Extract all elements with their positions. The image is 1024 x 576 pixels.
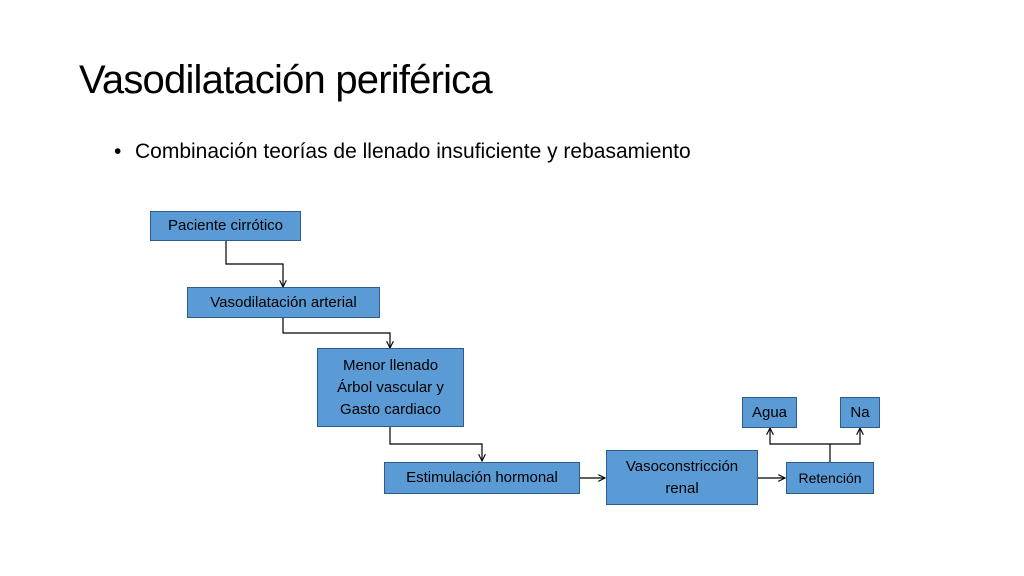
connector-paciente-to-vasodilatacion (225, 241, 283, 287)
node-vasoconstriccion-renal: Vasoconstricción renal (606, 450, 758, 505)
node-menor-llenado: Menor llenado Árbol vascular y Gasto car… (317, 348, 464, 427)
connector-retencion-to-na (830, 428, 860, 445)
node-na: Na (840, 397, 880, 428)
node-paciente-cirrotico: Paciente cirrótico (150, 211, 301, 241)
node-agua: Agua (742, 397, 797, 428)
bullet-text: Combinación teorías de llenado insuficie… (135, 140, 691, 163)
node-retencion: Retención (786, 462, 874, 494)
connector-vasodilatacion-to-menor-llenado (282, 318, 390, 348)
bullet-dot-icon: • (114, 140, 122, 163)
slide-title: Vasodilatación periférica (79, 58, 493, 102)
node-vasodilatacion-arterial: Vasodilatación arterial (187, 287, 380, 318)
node-estimulacion-hormonal: Estimulación hormonal (384, 462, 580, 494)
connector-retencion-to-agua (770, 428, 830, 445)
connector-menor-llenado-to-estimulacion (389, 427, 482, 461)
